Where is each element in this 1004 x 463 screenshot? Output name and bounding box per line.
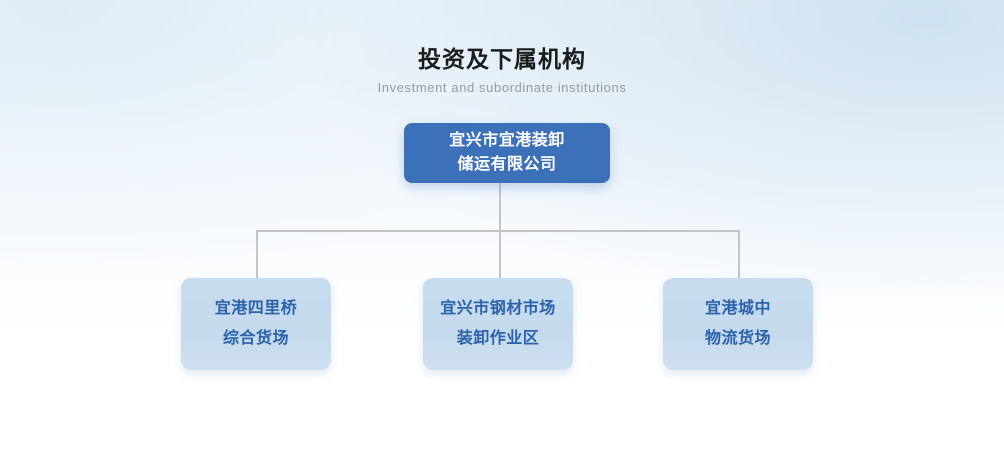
org-node-child-2-line-1: 宜兴市钢材市场 <box>440 300 556 317</box>
org-node-child-3-line-2: 物流货场 <box>704 330 771 347</box>
org-node-child-3-line-1: 宜港城中 <box>704 300 771 317</box>
page-heading: 投资及下属机构 Investment and subordinate insti… <box>0 44 1004 96</box>
org-node-root[interactable]: 宜兴市宜港装卸 储运有限公司 <box>404 123 610 183</box>
page-title: 投资及下属机构 <box>418 46 586 72</box>
org-node-child-2-line-2: 装卸作业区 <box>456 330 540 347</box>
org-node-root-line-2: 储运有限公司 <box>457 156 557 173</box>
connector-drop-child-3 <box>738 230 740 278</box>
connector-drop-child-1 <box>256 230 258 278</box>
org-node-root-line-1: 宜兴市宜港装卸 <box>449 132 565 149</box>
org-node-child-1[interactable]: 宜港四里桥 综合货场 <box>181 278 331 370</box>
page-subtitle: Investment and subordinate institutions <box>377 80 627 95</box>
org-node-child-3[interactable]: 宜港城中 物流货场 <box>663 278 813 370</box>
org-node-child-1-line-2: 综合货场 <box>222 330 289 347</box>
org-node-child-2[interactable]: 宜兴市钢材市场 装卸作业区 <box>423 278 573 370</box>
org-node-child-1-line-1: 宜港四里桥 <box>214 300 298 317</box>
connector-horizontal-bus <box>256 230 740 232</box>
